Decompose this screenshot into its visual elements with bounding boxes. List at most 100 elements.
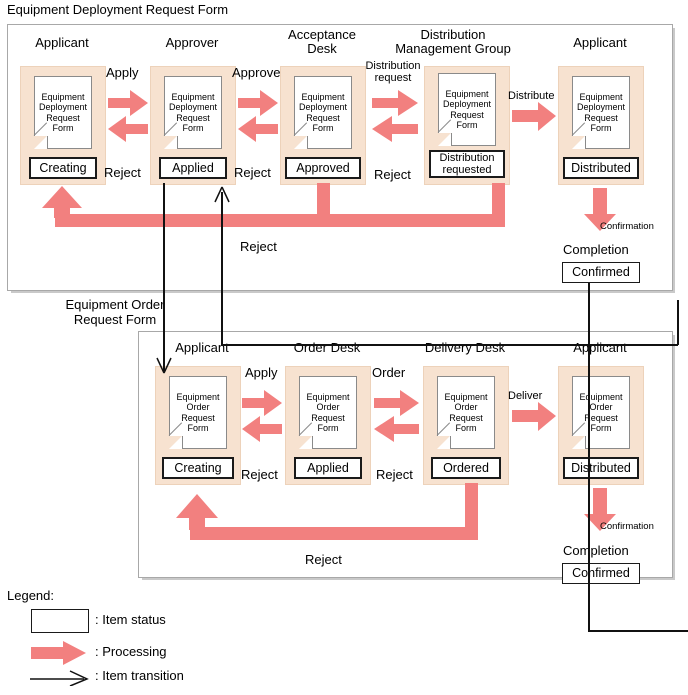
document-label: Equipment Order Request Form	[444, 391, 488, 434]
reject-bar-arrowhead-order	[174, 494, 220, 530]
completion-status-deployment: Confirmed	[562, 262, 640, 283]
status-badge: Applied	[159, 157, 227, 179]
status-badge: Distribution requested	[429, 150, 505, 178]
processing-arrow-apply	[106, 84, 150, 144]
transition-line-applied-down	[163, 183, 165, 371]
section-title-deployment: Equipment Deployment Request Form	[7, 2, 229, 17]
status-badge: Approved	[285, 157, 361, 179]
document-label: Equipment Deployment Request Form	[38, 91, 88, 134]
status-badge: Ordered	[431, 457, 501, 479]
status-badge: Creating	[162, 457, 234, 479]
status-badge: Creating	[29, 157, 97, 179]
lane-deployment-approver: Equipment Deployment Request Form Applie…	[150, 66, 236, 185]
document-icon: Equipment Order Request Form	[436, 376, 495, 449]
edge-label-reject-1: Reject	[104, 165, 141, 180]
fold-triangle-icon	[164, 136, 177, 149]
document-icon: Equipment Order Request Form	[571, 376, 630, 449]
legend-label-item-transition: : Item transition	[95, 668, 184, 683]
edge-label-deliver: Deliver	[508, 390, 543, 402]
status-badge: Distributed	[563, 157, 639, 179]
fold-triangle-icon	[294, 136, 307, 149]
transition-arrowhead-approver	[214, 186, 230, 203]
lane-label-applicant-creating: Applicant	[35, 35, 89, 50]
lane-order-order-desk: Equipment Order Request Form Applied	[285, 366, 371, 485]
reject-bar-arrowhead	[40, 186, 84, 218]
document-label: Equipment Order Request Form	[579, 391, 623, 434]
reject-bar-stub-delivery	[465, 483, 478, 533]
document-icon: Equipment Deployment Request Form	[163, 76, 222, 149]
legend-label-item-status: : Item status	[95, 612, 166, 627]
transition-line-confirmed-deployment-across	[588, 630, 688, 632]
document-label: Equipment Order Request Form	[176, 391, 220, 434]
confirmation-arrow-order	[583, 488, 617, 532]
completion-label-deployment: Completion	[563, 242, 629, 257]
transition-arrowhead-order-applicant	[156, 357, 172, 374]
edge-label-order-reject-1: Reject	[241, 467, 278, 482]
lane-order-applicant-distributed: Equipment Order Request Form Distributed	[558, 366, 644, 485]
legend-glyph-pink-arrow	[29, 640, 89, 666]
fold-triangle-icon	[438, 133, 451, 146]
transition-line-confirmed-order-up	[221, 192, 223, 345]
document-icon: Equipment Order Request Form	[168, 376, 227, 449]
lane-order-delivery-desk: Equipment Order Request Form Ordered	[423, 366, 509, 485]
reject-bar-stub-distribution	[492, 183, 505, 217]
fold-triangle-icon	[169, 436, 182, 449]
confirmation-label-deployment: Confirmation	[600, 221, 654, 232]
edge-label-distribution-request: Distribution request	[365, 60, 421, 84]
edge-label-order-reject-2: Reject	[376, 467, 413, 482]
lane-label-applicant-distributed: Applicant	[573, 35, 627, 50]
legend-label-processing: : Processing	[95, 644, 167, 659]
reject-bar-label-order: Reject	[305, 552, 342, 567]
lane-label-approver: Approver	[165, 35, 219, 50]
document-icon: Equipment Deployment Request Form	[571, 76, 630, 149]
fold-triangle-icon	[437, 436, 450, 449]
fold-triangle-icon	[34, 136, 47, 149]
edge-label-distribute: Distribute	[508, 90, 555, 102]
processing-arrow-order-apply	[240, 384, 284, 444]
edge-label-order-apply: Apply	[245, 365, 278, 380]
processing-arrow-approve	[236, 84, 280, 144]
document-label: Equipment Order Request Form	[306, 391, 350, 434]
lane-deployment-applicant-creating: Equipment Deployment Request Form Creati…	[20, 66, 106, 185]
document-icon: Equipment Deployment Request Form	[293, 76, 352, 149]
status-badge: Applied	[294, 457, 362, 479]
document-icon: Equipment Order Request Form	[298, 376, 357, 449]
document-label: Equipment Deployment Request Form	[442, 88, 492, 131]
reject-bar-stub-acceptance	[317, 183, 330, 217]
reject-bar-horizontal-order	[190, 527, 478, 540]
transition-line-confirmed-order-riser	[677, 300, 679, 345]
edge-label-order: Order	[372, 365, 406, 380]
completion-status-order: Confirmed	[562, 563, 640, 584]
lane-label-order-applicant-creating: Applicant	[175, 340, 229, 355]
fold-triangle-icon	[572, 136, 585, 149]
transition-line-confirmed-order-across	[221, 344, 678, 346]
lane-deployment-acceptance-desk: Equipment Deployment Request Form Approv…	[280, 66, 366, 185]
reject-bar-horizontal	[55, 214, 505, 227]
processing-arrow-deliver	[510, 400, 558, 434]
legend-glyph-status-box	[31, 609, 89, 633]
document-label: Equipment Deployment Request Form	[298, 91, 348, 134]
transition-line-confirmed-deployment-down	[588, 283, 590, 631]
section-title-order: Equipment Order Request Form	[65, 297, 165, 327]
processing-arrow-distribute	[510, 100, 558, 134]
confirmation-arrow-deployment	[583, 188, 617, 232]
completion-label-order: Completion	[563, 543, 629, 558]
edge-label-reject-3: Reject	[374, 167, 411, 182]
document-icon: Equipment Deployment Request Form	[33, 76, 92, 149]
lane-label-acceptance-desk: Acceptance Desk	[288, 27, 356, 56]
confirmation-label-order: Confirmation	[600, 521, 654, 532]
lane-deployment-applicant-distributed: Equipment Deployment Request Form Distri…	[558, 66, 644, 185]
document-label: Equipment Deployment Request Form	[168, 91, 218, 134]
reject-bar-label: Reject	[240, 239, 277, 254]
lane-order-applicant-creating: Equipment Order Request Form Creating	[155, 366, 241, 485]
legend-title: Legend:	[7, 588, 54, 603]
fold-triangle-icon	[299, 436, 312, 449]
edge-label-apply: Apply	[106, 65, 139, 80]
document-label: Equipment Deployment Request Form	[576, 91, 626, 134]
edge-label-reject-2: Reject	[234, 165, 271, 180]
status-badge: Distributed	[563, 457, 639, 479]
legend-glyph-black-arrow	[30, 670, 89, 686]
lane-label-distribution-mgmt: Distribution Management Group	[395, 27, 511, 56]
fold-triangle-icon	[572, 436, 585, 449]
edge-label-approve: Approve	[232, 65, 281, 80]
